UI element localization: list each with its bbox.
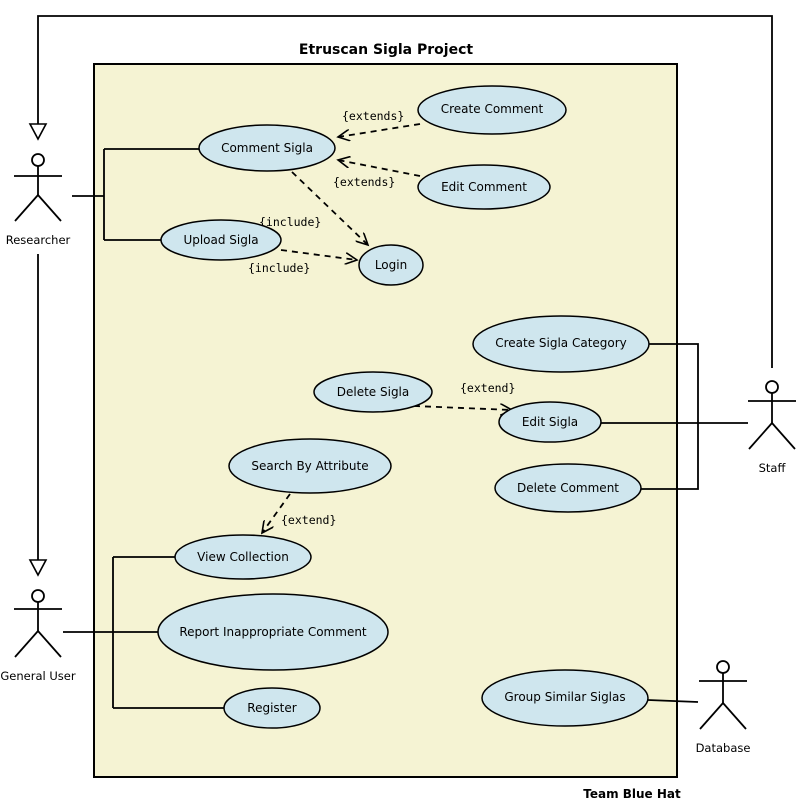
diagram-title: Etruscan Sigla Project [299,42,473,58]
use-case-create-comment[interactable]: Create Comment [417,85,567,135]
use-case-delete-comment[interactable]: Delete Comment [494,463,642,513]
use-case-label: Upload Sigla [183,233,258,247]
extends-arrow-create-comment [338,123,421,137]
stick-figure-icon [748,380,796,450]
association-database [647,699,699,703]
use-case-label: Edit Sigla [522,415,578,429]
stereotype-include-comment-login: {include} [259,215,321,229]
actor-label: Database [696,741,751,755]
use-case-comment-sigla[interactable]: Comment Sigla [198,124,336,172]
stereotype-extend-search: {extend} [281,513,336,527]
include-arrow-upload-login [280,249,357,260]
use-case-edit-sigla[interactable]: Edit Sigla [498,401,602,443]
actor-general-user[interactable]: General User [0,589,76,683]
use-case-register[interactable]: Register [223,687,321,729]
stick-figure-icon [699,660,747,730]
extends-arrow-edit-comment [338,160,421,177]
generalization-arrowhead-general-user [28,559,48,577]
use-case-search-by-attribute[interactable]: Search By Attribute [228,438,392,494]
use-case-view-collection[interactable]: View Collection [174,534,312,580]
use-case-label: Create Sigla Category [495,336,627,350]
use-case-label: Delete Comment [517,481,619,495]
actor-label: General User [0,669,75,683]
use-case-delete-sigla[interactable]: Delete Sigla [313,371,433,413]
use-case-group-similar-siglas[interactable]: Group Similar Siglas [481,669,649,727]
actor-database[interactable]: Database [696,660,751,755]
use-case-label: Group Similar Siglas [504,690,625,704]
use-case-login[interactable]: Login [358,244,424,286]
use-case-label: Search By Attribute [251,459,368,473]
actor-label: Researcher [6,233,71,247]
use-case-label: Report Inappropriate Comment [179,625,367,639]
stereotype-extends-edit-comment: {extends} [333,175,395,189]
use-case-report-inappropriate-comment[interactable]: Report Inappropriate Comment [157,593,389,671]
stereotype-include-upload-login: {include} [248,261,310,275]
actor-staff[interactable]: Staff [748,380,796,475]
association-general-user [63,556,224,709]
generalization-staff-researcher [37,15,773,368]
extend-arrow-delete-sigla [413,406,512,410]
use-case-label: View Collection [197,550,289,564]
use-case-label: Login [375,258,407,272]
use-case-label: Create Comment [441,102,544,116]
use-case-edit-comment[interactable]: Edit Comment [417,164,551,210]
use-case-upload-sigla[interactable]: Upload Sigla [160,219,282,261]
generalization-arrowhead-researcher [28,123,48,141]
stick-figure-icon [14,589,62,658]
footer-label: Team Blue Hat [583,787,681,801]
association-staff [601,343,748,490]
use-case-label: Register [247,701,296,715]
stereotype-extend-delete-sigla: {extend} [460,381,515,395]
use-case-label: Edit Comment [441,180,527,194]
actor-researcher[interactable]: Researcher [6,153,71,247]
association-researcher [72,148,199,241]
use-case-label: Comment Sigla [221,141,313,155]
extend-arrow-search [262,493,291,533]
actor-label: Staff [759,461,787,475]
stick-figure-icon [14,153,62,222]
stereotype-extends-create-comment: {extends} [342,109,404,123]
use-case-create-sigla-category[interactable]: Create Sigla Category [472,315,650,373]
use-case-label: Delete Sigla [337,385,410,399]
